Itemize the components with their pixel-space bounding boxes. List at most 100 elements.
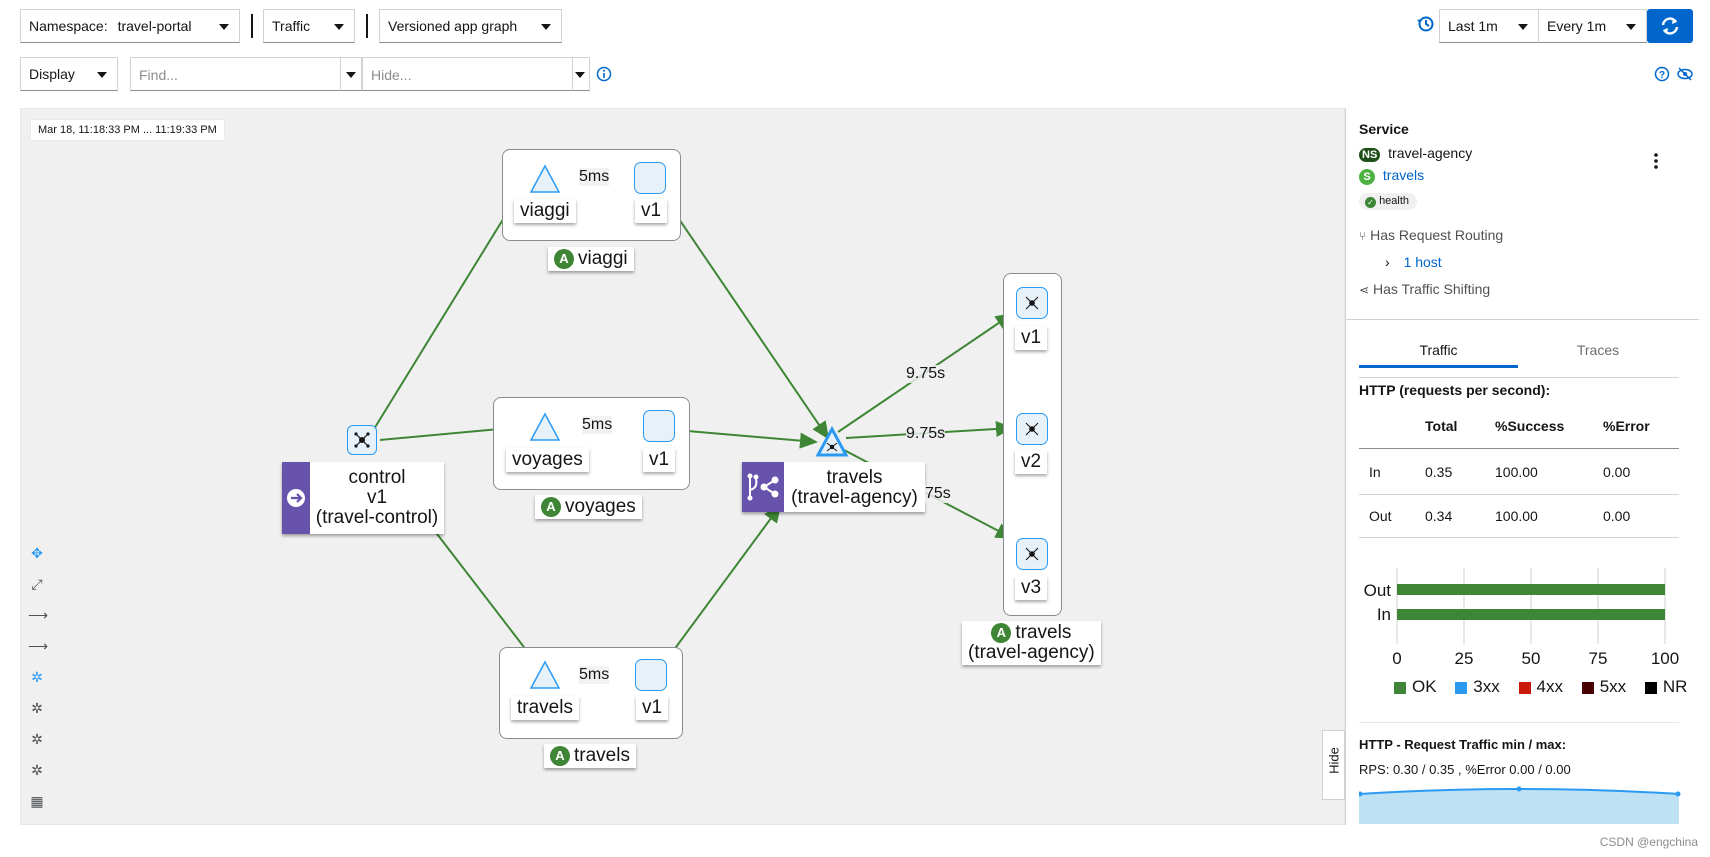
info-icon[interactable] [596,66,612,82]
layout-default-icon[interactable]: ✲ [31,669,43,685]
virtual-service-triangle-icon[interactable] [815,426,849,458]
divider [1359,722,1679,723]
traffic-dropdown[interactable]: Traffic [263,9,355,43]
service-triangle-icon[interactable] [529,164,561,194]
history-icon[interactable] [1416,14,1436,34]
chevron-down-icon [575,72,585,78]
display-dropdown[interactable]: Display [20,57,118,91]
travels-agency-line1: travels [826,467,883,488]
control-label-line1: control [348,467,406,488]
divider [1346,319,1699,320]
travels-agency-line2: (travel-agency) [791,487,918,508]
app-badge: A [991,623,1012,643]
service-triangle-icon[interactable] [529,412,561,442]
chevron-down-icon [541,24,551,30]
edge-label-viaggi: 5ms [579,168,610,186]
namespace-row: NS travel-agency [1359,145,1472,162]
rps-sparkline [1359,786,1681,824]
chevron-down-icon [219,24,229,30]
http-title: HTTP (requests per second): [1359,382,1551,398]
time-range-value: Last 1m [1448,18,1498,34]
help-icon[interactable]: ? [1654,66,1670,82]
legend-item: NR [1644,677,1687,696]
request-routing-label: Has Request Routing [1370,227,1504,243]
find-history-dropdown[interactable] [340,57,362,91]
tab-traces[interactable]: Traces [1576,342,1620,358]
fit-to-screen-icon[interactable]: ⤢ [31,576,43,592]
divider [366,14,368,38]
layout-2-icon[interactable]: ✲ [31,731,43,747]
rps-text: RPS: 0.30 / 0.35 , %Error 0.00 / 0.00 [1359,762,1571,777]
service-badge: S [1359,169,1375,185]
refresh-button[interactable] [1647,9,1693,43]
tab-traffic[interactable]: Traffic [1419,342,1458,358]
workload-node-travels-v1[interactable] [635,659,667,691]
workload-node-agency-v3[interactable] [1016,538,1048,570]
hide-label: Hide [1326,747,1342,774]
hide-input[interactable]: Hide... [362,57,574,91]
node-label-voyages: voyages [506,448,589,472]
workload-node-agency-v2[interactable] [1016,413,1048,445]
service-link[interactable]: travels [1382,167,1425,183]
pan-icon[interactable]: ✥ [31,545,43,561]
ingress-badge [282,462,310,534]
code-branch-icon: ⑂ [1359,229,1367,243]
service-row: S travels [1359,167,1424,185]
travels-agency-service-node[interactable]: travels (travel-agency) [742,462,925,512]
node-label-agency-v1: v1 [1015,326,1048,350]
edge-control-travels [433,529,542,670]
time-range-dropdown[interactable]: Last 1m [1439,9,1539,43]
graph-timestamp: Mar 18, 11:18:33 PM ... 11:19:33 PM [31,120,224,140]
refresh-interval-value: Every 1m [1547,18,1607,34]
chevron-down-icon [1518,24,1528,30]
hide-side-panel-tab[interactable]: Hide [1322,730,1345,800]
layout-1-icon[interactable]: ✲ [31,700,43,716]
bar-in [1397,609,1665,620]
layout-arrow-icon[interactable]: ⟶ [28,638,49,654]
hide-panel-eye-icon[interactable] [1676,66,1694,82]
edge-label-voyages: 5ms [582,416,613,434]
node-label-travels: travels [511,696,579,720]
side-panel-title: Service [1359,121,1409,137]
refresh-icon [1661,17,1679,35]
hosts-expander[interactable]: › 1 host [1385,254,1442,270]
legend-item: OK [1394,677,1437,696]
workload-node-agency-v1[interactable] [1016,287,1048,319]
bar-label-out: Out [1364,581,1392,600]
footer-watermark: CSDN @engchina [1599,835,1698,849]
namespace-value: travel-portal [117,18,192,34]
divider [1359,377,1679,378]
map-legend-icon[interactable]: ▦ [30,793,44,809]
workload-node-voyages-v1[interactable] [643,410,675,442]
edge-viaggi-agency [661,193,830,440]
traffic-shifting-row: ⋖ Has Traffic Shifting [1359,281,1490,297]
app-badge: A [541,497,561,517]
legend-item: 4xx [1518,677,1563,696]
tick-label: 75 [1589,649,1608,668]
tab-traffic-underline [1359,365,1518,368]
workload-node-viaggi-v1[interactable] [634,162,666,194]
edge-label-agency-v1: 9.75s [906,365,946,383]
svg-text:?: ? [1659,70,1665,81]
routing-share-icon [747,473,779,501]
traffic-bar-chart: Out In 0 25 50 75 100 [1364,568,1679,668]
health-badge[interactable]: ✓ health [1359,193,1418,210]
layout-3-icon[interactable]: ✲ [31,762,43,778]
hide-history-dropdown[interactable] [572,57,590,91]
find-input[interactable]: Find... [130,57,342,91]
service-triangle-icon[interactable] [529,660,561,690]
kebab-menu-icon[interactable] [1653,152,1659,170]
ingress-arrow-icon [287,489,305,507]
namespace-dropdown[interactable]: Namespace: travel-portal [20,9,240,43]
hosts-link[interactable]: 1 host [1403,254,1442,270]
node-label-agency-v3: v3 [1015,576,1048,600]
layout-arrow-icon[interactable]: ⟶ [28,607,49,623]
chevron-down-icon [334,24,344,30]
app-badge: A [550,746,570,766]
graph-type-dropdown[interactable]: Versioned app graph [379,9,562,43]
control-label-line2: v1 [366,487,388,508]
control-node[interactable]: control v1 (travel-control) [282,462,444,534]
control-workload-icon[interactable] [347,425,377,455]
refresh-interval-dropdown[interactable]: Every 1m [1538,9,1647,43]
